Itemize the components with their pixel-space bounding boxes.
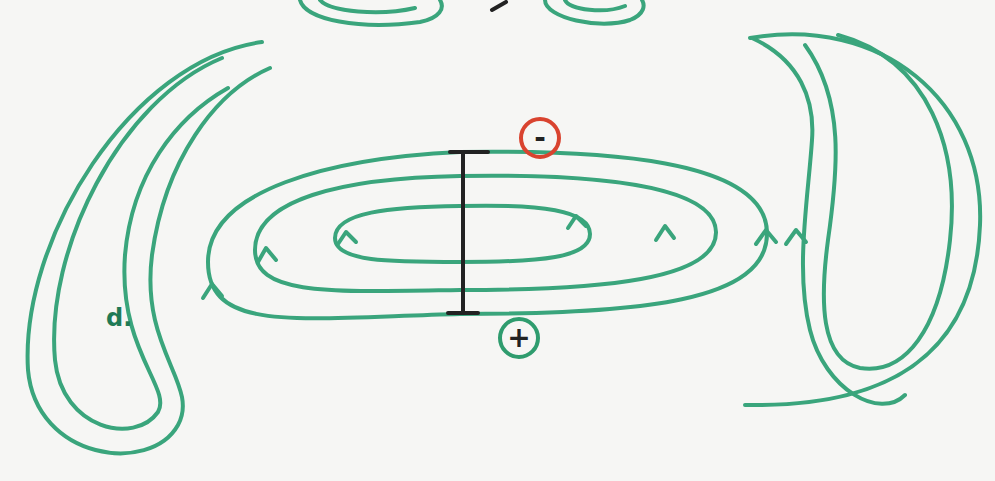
arrow-caret <box>258 248 276 262</box>
field-line <box>28 42 270 453</box>
charge-sign: - <box>534 124 546 152</box>
field-line <box>300 0 442 25</box>
arrow-caret <box>756 230 776 244</box>
charge-sign: + <box>507 324 530 352</box>
field-line <box>745 34 980 405</box>
arrow-caret <box>568 216 586 228</box>
field-line <box>545 0 644 24</box>
field-line <box>565 0 625 10</box>
arrow-caret <box>203 284 222 298</box>
field-line <box>320 0 415 12</box>
dipole-mark <box>492 2 506 10</box>
field-line <box>208 152 767 319</box>
dipole-rod <box>461 152 465 313</box>
distance-label: d. <box>106 304 132 332</box>
charge-circle: + <box>497 316 541 360</box>
dipole-cap <box>448 311 478 315</box>
field-line <box>54 58 228 429</box>
dipole-cap <box>450 150 488 154</box>
arrow-caret <box>656 226 674 240</box>
field-line <box>805 35 952 369</box>
arrow-caret <box>338 232 356 244</box>
field-line <box>255 176 716 291</box>
charge-circle: - <box>518 116 562 160</box>
